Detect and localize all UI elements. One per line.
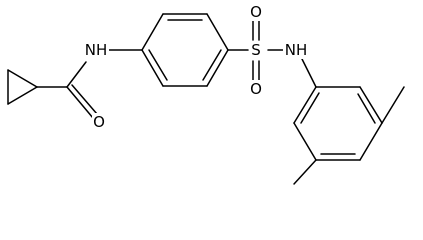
svg-text:O: O bbox=[93, 113, 105, 131]
atom-sulfur: S bbox=[249, 41, 263, 59]
svg-text:NH: NH bbox=[285, 41, 308, 59]
benzene-ring-1 bbox=[141, 13, 229, 87]
sulfonamide-nh-ring-bond bbox=[301, 58, 317, 88]
sulfonyl-oxygen-bottom-bond bbox=[252, 60, 260, 83]
svg-text:O: O bbox=[250, 80, 262, 98]
carbonyl-amide-nh-bond bbox=[66, 61, 87, 88]
atom-sulfonyl-oxygen-top: O bbox=[249, 3, 263, 21]
svg-text:NH: NH bbox=[85, 41, 108, 59]
benzene-ring-2 bbox=[293, 86, 383, 161]
sulfonyl-oxygen-top-bond bbox=[252, 17, 260, 41]
carbonyl-double-bond bbox=[66, 84, 98, 119]
methyl-bond-lower bbox=[293, 159, 317, 185]
atom-amide-nh: NH bbox=[83, 41, 109, 59]
chemical-structure-diagram: NH O S O O NH bbox=[7, 3, 405, 185]
svg-text:O: O bbox=[250, 3, 262, 21]
methyl-bond-upper bbox=[381, 86, 405, 124]
svg-text:S: S bbox=[251, 41, 261, 59]
cyclopropane-ring bbox=[7, 69, 38, 105]
atom-sulfonyl-oxygen-bottom: O bbox=[249, 80, 263, 98]
atom-sulfonamide-nh: NH bbox=[283, 41, 309, 59]
atom-carbonyl-oxygen: O bbox=[92, 113, 106, 131]
